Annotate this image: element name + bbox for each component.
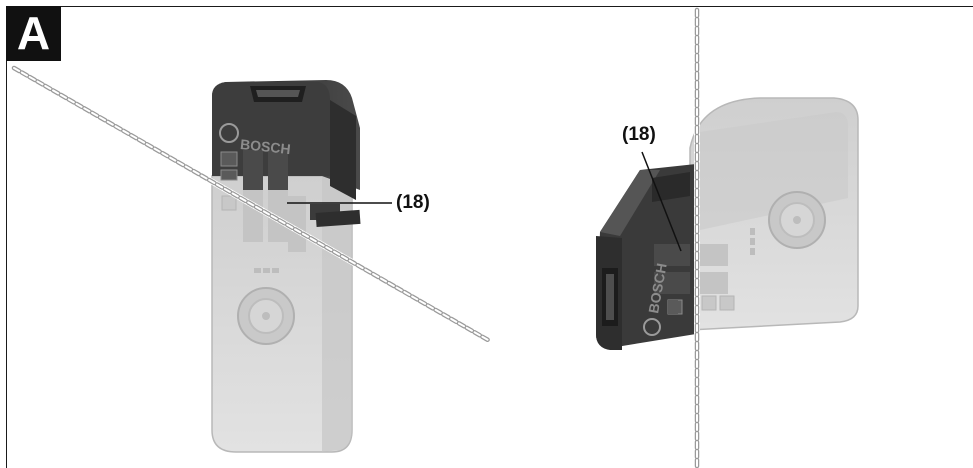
right-receiver-device [596, 97, 859, 350]
left-receiver-device [211, 80, 361, 453]
figure-label-badge: A [6, 6, 61, 61]
frame-left-border [6, 6, 7, 468]
callout-right-label: (18) [622, 124, 656, 145]
callout-left-label: (18) [396, 192, 430, 213]
left-brand-mark: BOSCH [239, 136, 291, 157]
frame-top-border [6, 6, 973, 7]
left-laser-line [11, 65, 491, 343]
right-callout-leader [641, 151, 682, 252]
